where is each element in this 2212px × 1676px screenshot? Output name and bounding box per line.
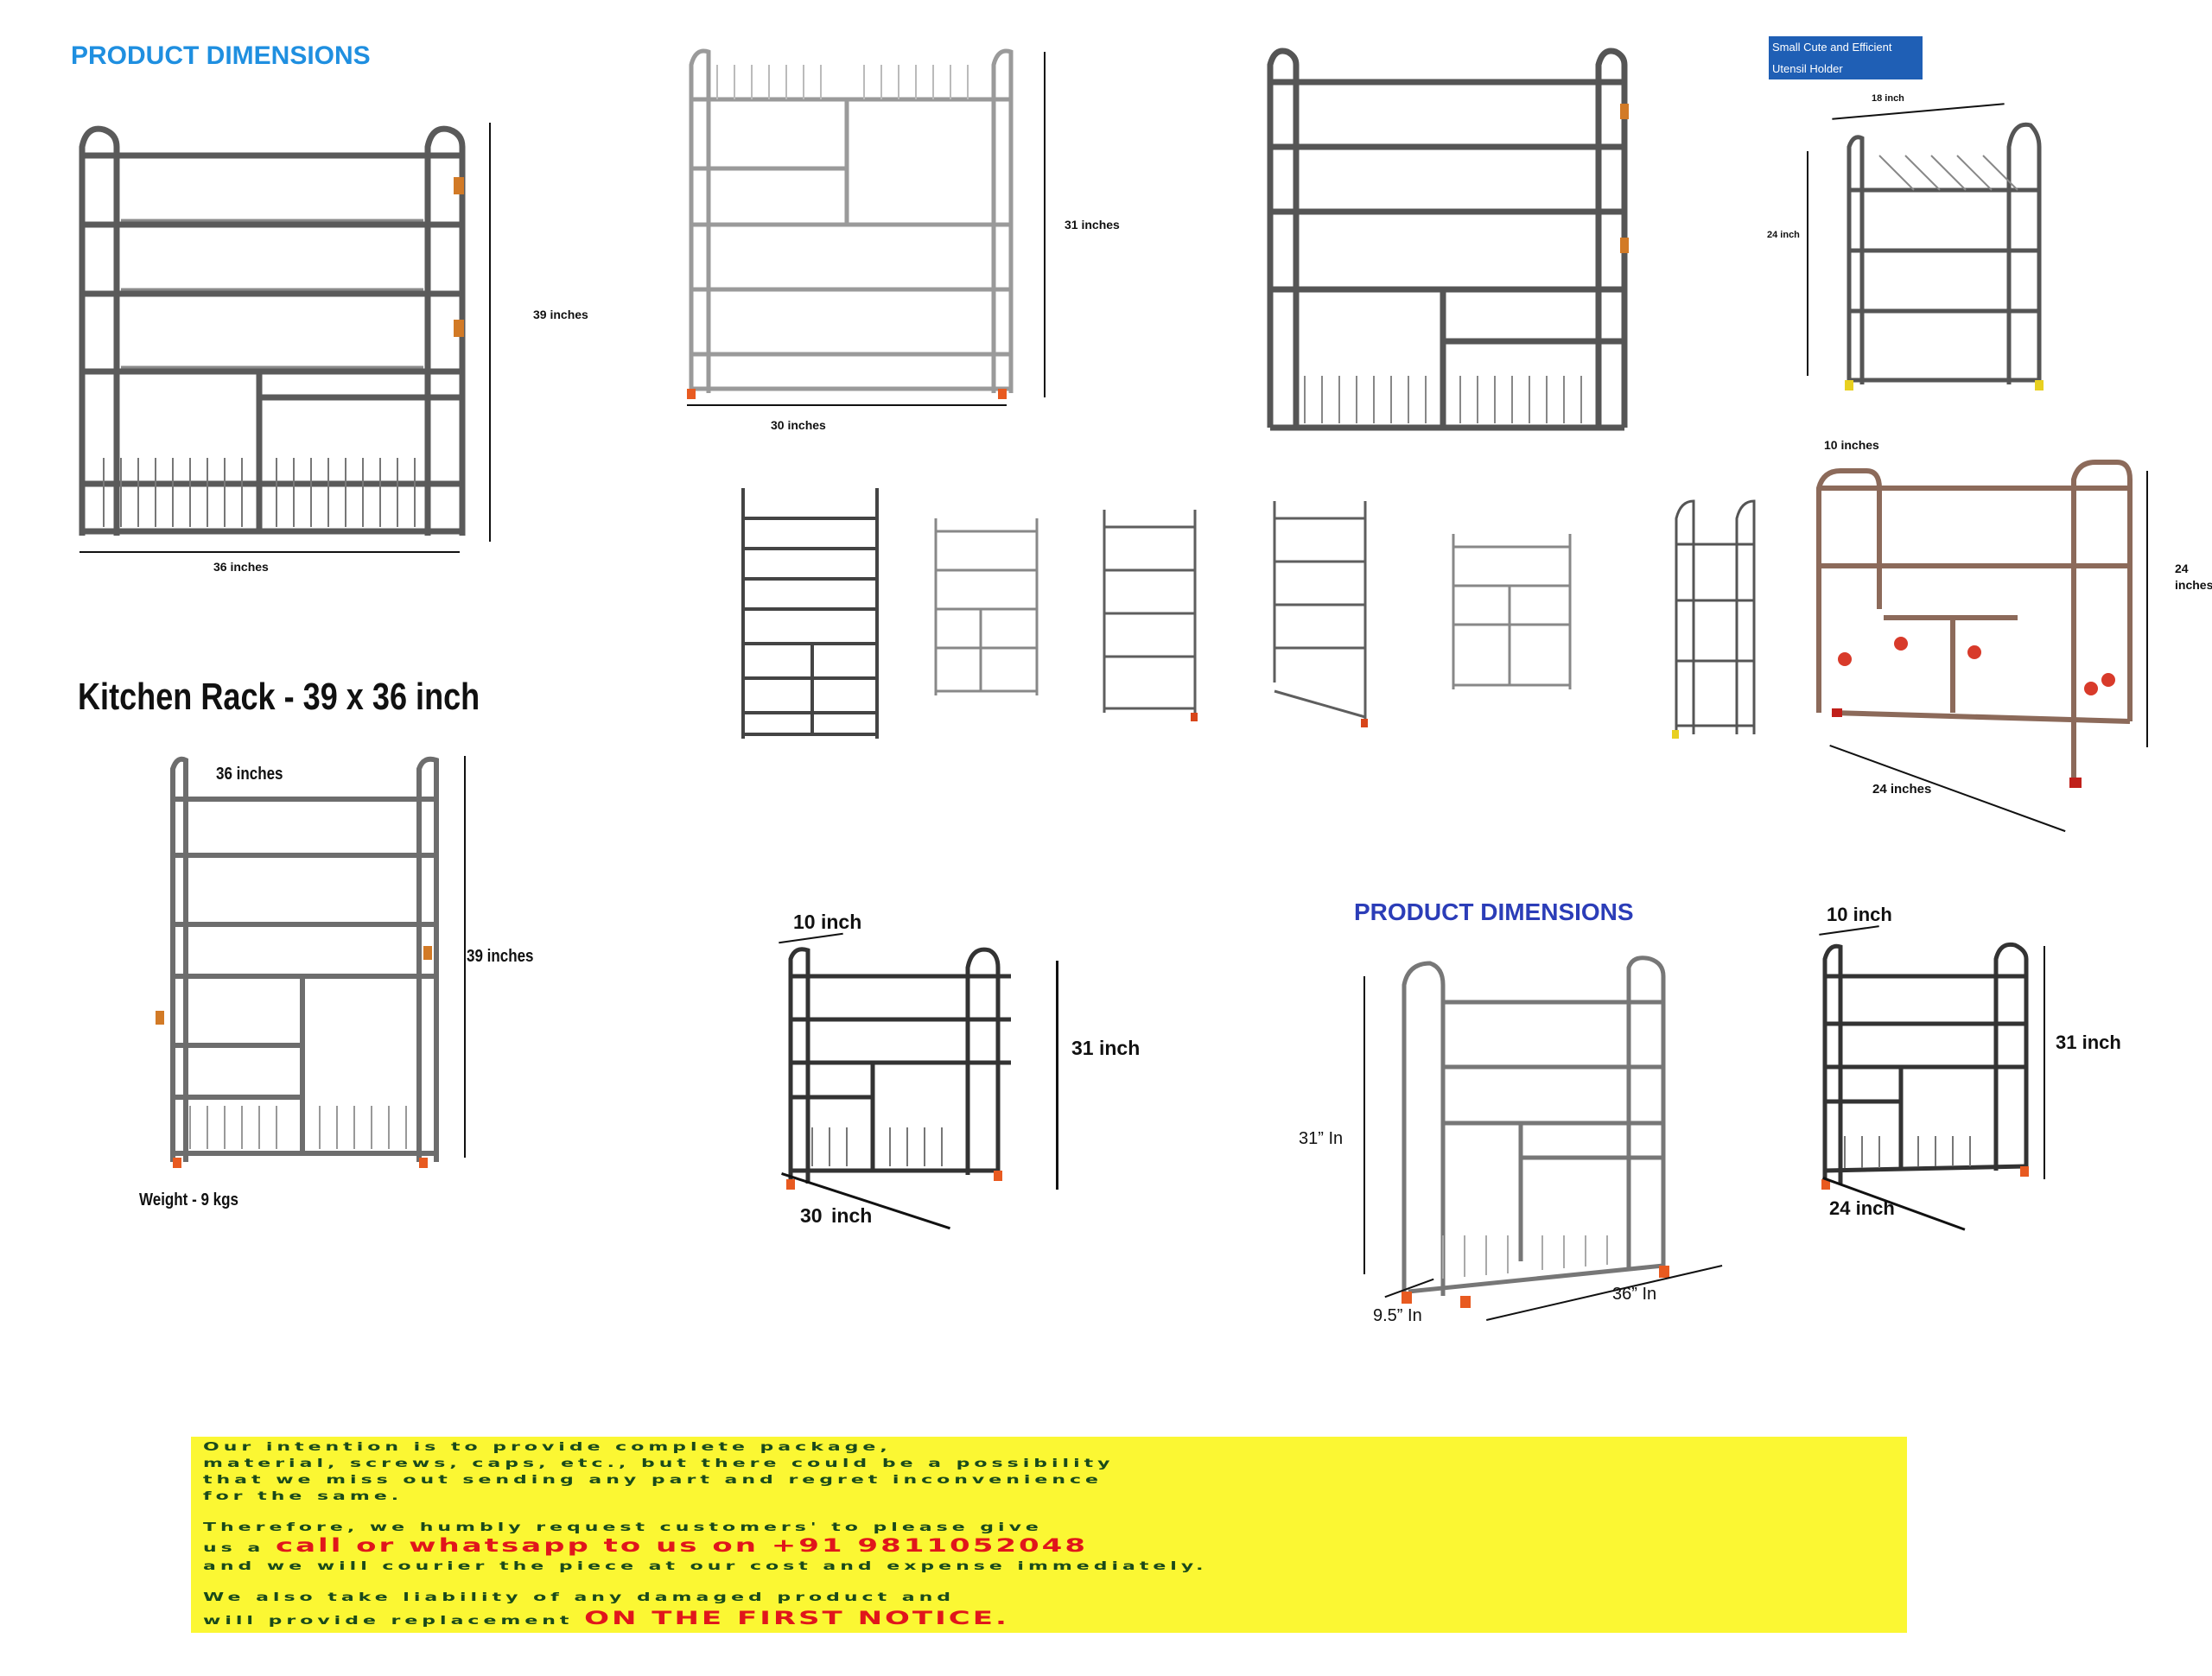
dimension-arrow (1832, 103, 2005, 120)
notice-line1: Our intention is to provide complete pac… (203, 1440, 892, 1454)
rack1-width-label: 36 inches (213, 560, 269, 574)
dimension-arrow (687, 404, 1007, 406)
weight-label: Weight - 9 kgs (139, 1190, 238, 1209)
kitchen-rack-illustration (741, 488, 879, 739)
notice-phone-callout: call or whatsapp to us on +91 9811052048 (275, 1535, 1088, 1557)
kitchen-rack-illustration (1845, 122, 2044, 390)
small-box-line2: Utensil Holder (1772, 62, 1843, 75)
rack7-depth-label: 10 inch (793, 911, 862, 933)
dimension-arrow (464, 756, 466, 1158)
kitchen-rack-illustration (934, 518, 1039, 695)
kitchen-rack-title: Kitchen Rack - 39 x 36 inch (78, 676, 480, 718)
rack5-width-label: 24 inches (1872, 782, 1932, 797)
kitchen-rack-illustration (1267, 48, 1629, 431)
kitchen-rack-illustration (79, 125, 466, 536)
rack5-depth-label: 10 inches (1824, 438, 1879, 452)
small-utensil-holder-box: Small Cute and Efficient Utensil Holder (1769, 36, 1923, 79)
kitchen-rack-illustration (786, 947, 1011, 1190)
rack4-width-label: 18 inch (1872, 93, 1904, 104)
rack8-depth-label: 9.5” In (1373, 1306, 1422, 1325)
notice-line3: that we miss out sending any part and re… (203, 1473, 1103, 1487)
dimension-arrow (2044, 946, 2045, 1179)
rack6-width-label: 36 inches (216, 765, 283, 784)
notice-line6-prefix: us a (203, 1541, 265, 1555)
rack8-height-label: 31” In (1299, 1129, 1344, 1148)
kitchen-rack-illustration (1821, 942, 2029, 1190)
product-dimensions-heading-bottom: PRODUCT DIMENSIONS (1354, 898, 1634, 925)
kitchen-rack-illustration (1672, 499, 1756, 739)
rack7-width-label-b: inch (831, 1204, 873, 1227)
kitchen-rack-illustration (1103, 510, 1198, 721)
rack2-height-label: 31 inches (1065, 218, 1120, 232)
kitchen-rack-illustration (1452, 534, 1572, 689)
kitchen-rack-illustration (1273, 501, 1368, 727)
dimension-arrow (1056, 961, 1058, 1190)
notice-line6: us a call or whatsapp to us on +91 98110… (203, 1535, 1088, 1557)
kitchen-rack-illustration (1816, 460, 2133, 788)
rack8-width-label: 36” In (1612, 1285, 1657, 1304)
notice-first-notice: ON THE FIRST NOTICE. (584, 1608, 1009, 1629)
rack9-depth-label: 10 inch (1827, 904, 1892, 925)
dimension-arrow (1044, 52, 1046, 397)
rack7-height-label: 31 inch (1071, 1037, 1141, 1059)
notice-line7: and we will courier the piece at our cos… (203, 1559, 1208, 1573)
kitchen-rack-illustration (156, 756, 439, 1168)
dimension-arrow (1363, 976, 1365, 1274)
rack1-height-label: 39 inches (533, 308, 588, 321)
rack6-height-label: 39 inches (467, 947, 534, 966)
small-box-line1: Small Cute and Efficient (1772, 41, 1892, 54)
rack5-height-label-b: inches (2175, 578, 2212, 592)
notice-line9-prefix: will provide replacement (203, 1614, 574, 1628)
rack9-width-label: 24 inch (1829, 1197, 1895, 1219)
notice-line2: material, screws, caps, etc., but there … (203, 1457, 1115, 1470)
notice-line5: Therefore, we humbly request customers' … (203, 1520, 1043, 1534)
rack4-height-label: 24 inch (1767, 230, 1800, 240)
rack2-width-label: 30 inches (771, 418, 826, 432)
dimension-arrow (2146, 471, 2148, 747)
rack9-height-label: 31 inch (2056, 1032, 2121, 1053)
kitchen-rack-illustration (687, 48, 1014, 399)
dimension-arrow (1807, 151, 1808, 376)
rack5-height-label-a: 24 (2175, 562, 2189, 575)
notice-line9: will provide replacement ON THE FIRST NO… (203, 1608, 1009, 1629)
notice-box: Our intention is to provide complete pac… (191, 1437, 1907, 1633)
dimension-arrow (79, 551, 460, 553)
dimension-arrow (489, 123, 491, 542)
notice-line8: We also take liability of any damaged pr… (203, 1590, 956, 1604)
notice-line4: for the same. (203, 1489, 404, 1503)
product-dimensions-heading-top: PRODUCT DIMENSIONS (71, 41, 371, 70)
rack7-width-label-a: 30 (800, 1204, 823, 1227)
kitchen-rack-illustration (1402, 955, 1669, 1308)
